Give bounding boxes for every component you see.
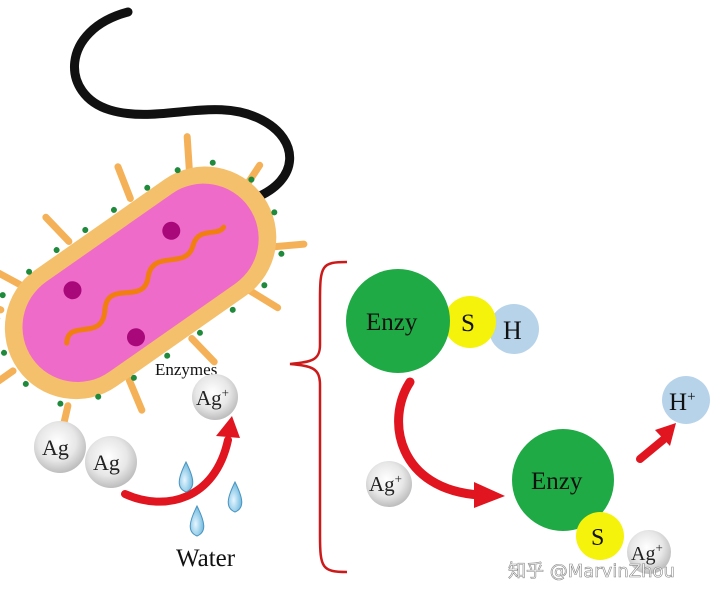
svg-text:Ag+: Ag+ [369,471,402,496]
svg-text:H: H [503,316,522,345]
enzyme-thiol-complex: Enzy S H [346,269,539,373]
ag-atom-1: Ag [34,421,86,473]
sulfur-atom [444,296,496,348]
water-drops [178,460,243,537]
nucleoid-1 [63,281,82,300]
water-label: Water [176,545,236,572]
watermark: 知乎 @MarvinZhou [508,561,675,582]
svg-text:Ag+: Ag+ [196,385,229,410]
enzyme-body [346,269,450,373]
enzyme-body [512,429,614,531]
ag-atom-bound [627,530,671,574]
svg-text:Enzy: Enzy [366,309,418,336]
svg-text:S: S [461,310,475,337]
flagellum [70,7,295,203]
oxidation-arrow [121,436,232,506]
ag-ion-middle: Ag+ [366,461,412,507]
curly-bracket [289,260,348,574]
water-drop-icon [227,480,243,513]
proton-release-arrow [636,436,667,463]
nucleoid-3 [126,328,145,347]
bacterium [0,133,308,436]
ag-ion-top: Ag+ [192,374,238,420]
svg-text:Ag: Ag [42,435,69,460]
ag-atom-2: Ag [85,436,137,488]
proton: H+ [662,376,710,424]
surface-dots [0,159,285,407]
svg-text:S: S [591,525,604,551]
water-drop-icon [189,504,205,537]
proton-release-arrowhead [655,423,676,446]
reaction-arrow [394,377,485,500]
enzyme-silver-complex: Enzy S Ag+ [512,429,671,574]
dna-strand [64,224,227,346]
svg-text:Ag+: Ag+ [631,540,663,565]
pili [0,133,308,436]
svg-text:H+: H+ [669,389,696,416]
oxidation-arrowhead [216,416,240,438]
nucleoid-2 [162,221,181,240]
svg-text:Enzy: Enzy [531,468,583,495]
sulfur-atom [576,512,624,560]
svg-text:Ag: Ag [93,450,120,475]
enzymes-label: Enzymes [155,360,217,379]
reaction-arrowhead [474,482,505,508]
hydrogen-atom [489,304,539,354]
water-drop-icon [178,460,194,493]
